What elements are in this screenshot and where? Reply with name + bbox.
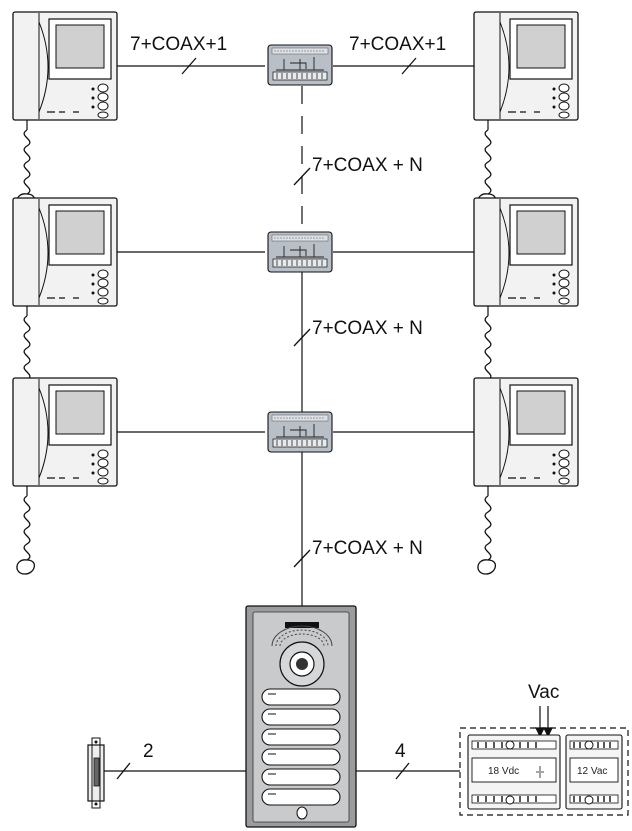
push-button-2[interactable] xyxy=(261,708,341,726)
monitor-floor2-right xyxy=(473,197,579,395)
push-button-1[interactable] xyxy=(261,688,341,706)
label-top-left: 7+COAX+1 xyxy=(130,34,227,55)
tick-riser-3 xyxy=(293,549,311,568)
wires xyxy=(104,65,474,772)
panel-key-lock xyxy=(296,806,308,820)
psu-dc-output: 18 Vdc xyxy=(488,766,519,777)
push-button-5[interactable] xyxy=(261,768,341,786)
distributor-floor2 xyxy=(267,231,333,273)
tick-riser-2 xyxy=(293,328,311,347)
tick-riser-1 xyxy=(293,167,311,186)
label-top-right: 7+COAX+1 xyxy=(349,34,446,55)
tick-psu xyxy=(395,762,410,780)
monitor-floor3-left xyxy=(12,377,118,575)
tick-lock xyxy=(116,762,131,780)
entrance-panel xyxy=(245,605,357,828)
monitor-floor3-right xyxy=(473,377,579,575)
psu-module-12vac: 12 Vac xyxy=(565,734,623,810)
push-button-4[interactable] xyxy=(261,748,341,766)
label-psu-wire: 4 xyxy=(395,741,406,762)
label-riser-1: 7+COAX + N xyxy=(312,155,423,176)
monitor-floor1-left xyxy=(12,11,118,209)
tick-top-right xyxy=(401,57,417,75)
label-lock-wire: 2 xyxy=(143,741,154,762)
psu-ac-output: 12 Vac xyxy=(577,766,607,777)
push-button-6[interactable] xyxy=(261,788,341,806)
tick-top-left xyxy=(181,57,197,75)
monitor-floor2-left xyxy=(12,197,118,395)
vac-input-label: Vac xyxy=(528,682,559,703)
push-button-3[interactable] xyxy=(261,728,341,746)
label-riser-2: 7+COAX + N xyxy=(312,318,423,339)
door-lock xyxy=(87,737,105,809)
panel-push-buttons xyxy=(261,688,341,806)
power-supply: Vac 18 Vdc 12 Vac xyxy=(459,682,629,816)
distributor-floor3 xyxy=(267,411,333,453)
vac-input-arrows xyxy=(535,706,553,738)
distributor-floor1 xyxy=(267,44,333,86)
panel-camera-lens xyxy=(279,641,325,687)
panel-speaker-grille xyxy=(271,622,333,647)
label-riser-3: 7+COAX + N xyxy=(312,538,423,559)
psu-module-18vdc: 18 Vdc xyxy=(467,734,561,810)
monitor-floor1-right xyxy=(473,11,579,209)
wire-ticks xyxy=(116,57,417,780)
wire-labels: 7+COAX+1 7+COAX+1 7+COAX + N 7+COAX + N … xyxy=(130,34,446,762)
